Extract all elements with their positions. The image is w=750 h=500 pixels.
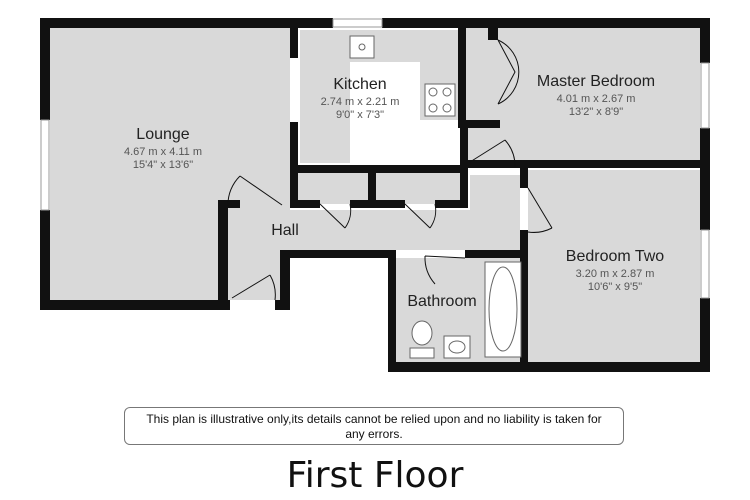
fixtures bbox=[349, 35, 522, 359]
hall-label: Hall bbox=[271, 222, 299, 239]
master-bedroom-imperial: 13'2" x 8'9" bbox=[569, 106, 623, 118]
kitchen-floor bbox=[298, 28, 460, 163]
hob bbox=[424, 83, 456, 117]
cupboard-door-1 bbox=[319, 203, 352, 229]
wardrobe-door bbox=[497, 39, 520, 105]
floor-plan: Lounge 4.67 m x 4.11 m 15'4" x 13'6" Kit… bbox=[40, 18, 710, 372]
master-bedroom-label: Master Bedroom bbox=[537, 73, 655, 90]
bedroom-two-door bbox=[527, 187, 553, 233]
bedroom-two-label: Bedroom Two bbox=[566, 248, 665, 265]
lounge-door bbox=[227, 175, 283, 207]
bedroom-two-floor bbox=[528, 170, 700, 362]
lounge-imperial: 15'4" x 13'6" bbox=[133, 159, 193, 171]
lounge-metric: 4.67 m x 4.11 m bbox=[124, 146, 202, 158]
kitchen-counter-top bbox=[300, 30, 458, 62]
bathroom-label: Bathroom bbox=[407, 293, 476, 310]
floor-title: First Floor bbox=[286, 455, 464, 496]
toilet-cistern bbox=[409, 347, 435, 359]
windows bbox=[40, 18, 710, 299]
master-bedroom-metric: 4.01 m x 2.67 m bbox=[557, 93, 636, 105]
cupboard-door-2 bbox=[404, 203, 437, 229]
kitchen-counter bbox=[300, 60, 350, 163]
kitchen-window bbox=[332, 18, 383, 28]
kitchen-sink bbox=[349, 35, 375, 59]
kitchen-imperial: 9'0" x 7'3" bbox=[336, 109, 384, 121]
wash-basin bbox=[443, 335, 471, 359]
entrance-door bbox=[231, 274, 276, 301]
bedroom-two-imperial: 10'6" x 9'5" bbox=[588, 281, 642, 293]
toilet-bowl bbox=[411, 320, 433, 346]
master-window bbox=[700, 62, 710, 129]
disclaimer-text: This plan is illustrative only,its detai… bbox=[146, 412, 602, 441]
bedroom-two-window bbox=[700, 229, 710, 299]
doors bbox=[227, 39, 553, 301]
bedroom-two-metric: 3.20 m x 2.87 m bbox=[576, 268, 655, 280]
kitchen-label: Kitchen bbox=[333, 76, 386, 93]
bathroom-door bbox=[424, 255, 466, 285]
disclaimer-box: This plan is illustrative only,its detai… bbox=[124, 407, 624, 445]
hall-floor bbox=[228, 175, 520, 300]
lounge-window bbox=[40, 119, 50, 211]
lounge-label: Lounge bbox=[136, 126, 189, 143]
master-door bbox=[469, 139, 516, 169]
kitchen-metric: 2.74 m x 2.21 m bbox=[321, 96, 400, 108]
walls bbox=[40, 18, 710, 372]
hall-cupboards-floor bbox=[296, 170, 462, 204]
